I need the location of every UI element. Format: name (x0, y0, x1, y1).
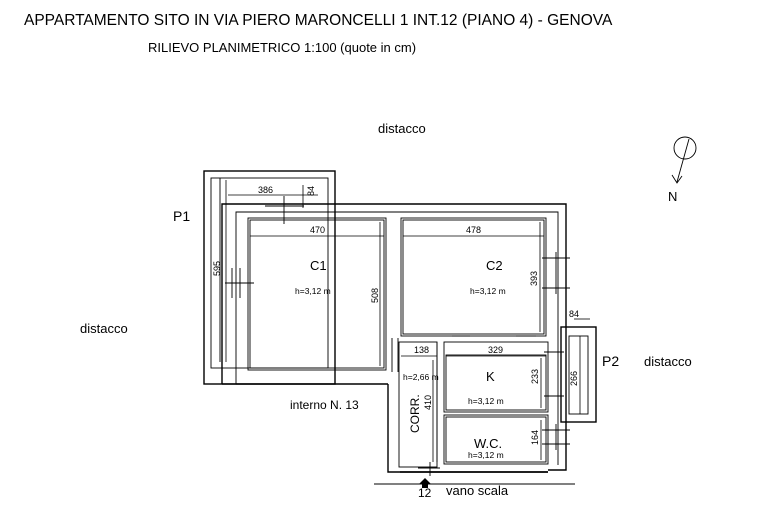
room-c2: C2 h=3,12 m (400, 217, 547, 337)
entrance-arrow-icon (419, 478, 431, 488)
room-c1-height: h=3,12 m (295, 286, 331, 296)
dim-corr-width: 138 (414, 345, 429, 355)
north-label: N (668, 189, 677, 204)
stair-number-label: 12 (418, 486, 432, 500)
room-c2-name: C2 (486, 258, 503, 273)
balcony-p2 (560, 326, 597, 423)
room-c1: C1 h=3,12 m (247, 217, 387, 371)
room-wc-name: W.C. (474, 436, 502, 451)
distacco-right-label: distacco (644, 354, 692, 369)
dim-wc-length: 164 (530, 430, 540, 445)
plan-subtitle: RILIEVO PLANIMETRICO 1:100 (quote in cm) (148, 40, 416, 55)
balcony-p1 (203, 170, 336, 385)
room-wc-height: h=3,12 m (468, 450, 504, 460)
dim-p1-depth: 84 (306, 186, 316, 196)
north-arrow-icon (671, 136, 697, 184)
dim-p1-length: 595 (212, 261, 222, 276)
corridor-height: h=2,66 m (403, 372, 439, 382)
stairwell-label: vano scala (446, 483, 509, 498)
dim-k-length: 233 (530, 369, 540, 384)
dim-c2-length: 393 (529, 271, 539, 286)
plan-title: APPARTAMENTO SITO IN VIA PIERO MARONCELL… (24, 12, 613, 29)
distacco-left-label: distacco (80, 321, 128, 336)
apartment-outline (221, 203, 575, 485)
neighbour-unit-label: interno N. 13 (290, 398, 359, 412)
dimension-lines (225, 180, 590, 462)
balcony-p1-label: P1 (173, 208, 190, 224)
room-kitchen: K h=3,12 m (443, 341, 549, 413)
room-kitchen-name: K (486, 369, 495, 384)
dim-c1-width: 470 (310, 225, 325, 235)
room-c1-name: C1 (310, 258, 327, 273)
dim-p2-depth: 84 (569, 309, 579, 319)
room-c2-height: h=3,12 m (470, 286, 506, 296)
room-wc: W.C. h=3,12 m (443, 414, 549, 465)
dim-c1-length: 508 (370, 288, 380, 303)
dim-k-width: 329 (488, 345, 503, 355)
dim-p2-length: 266 (569, 371, 579, 386)
room-kitchen-height: h=3,12 m (468, 396, 504, 406)
window-marks (225, 196, 570, 476)
distacco-top-label: distacco (378, 121, 426, 136)
balcony-p2-label: P2 (602, 353, 619, 369)
corridor-name: CORR. (408, 394, 422, 433)
room-corridor: h=2,66 m CORR. (398, 341, 439, 468)
dim-c2-width: 478 (466, 225, 481, 235)
dim-p1-width: 386 (258, 185, 273, 195)
dim-corr-length: 410 (423, 395, 433, 410)
